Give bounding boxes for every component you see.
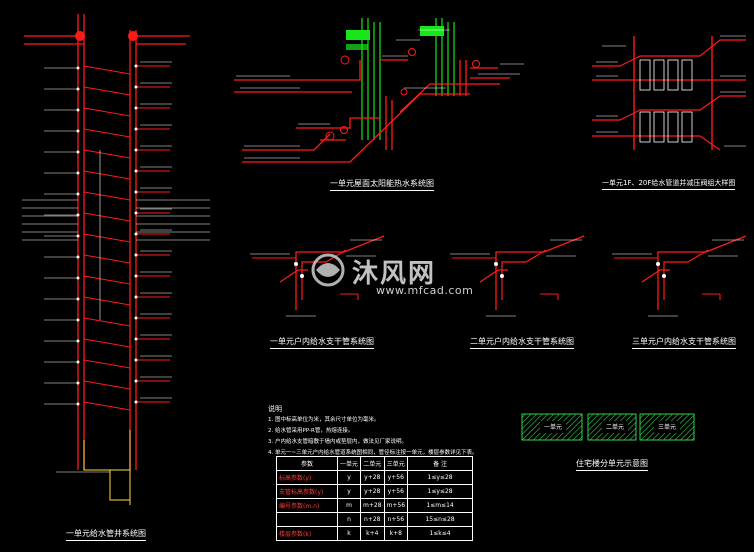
watermark-logo-icon (311, 253, 345, 287)
table-cell: n+56 (383, 512, 409, 527)
table-header: 备 注 (407, 456, 474, 471)
table-cell: m+28 (360, 498, 385, 513)
branch-unit3-title: 三单元户内给水支干管系统图 (632, 336, 736, 349)
note-item: 3. 户内给水支管暗敷于墙内或垫层内，做法见厂家说明。 (268, 439, 407, 445)
table-cell: n+28 (360, 512, 385, 527)
table-row: n n+28 n+56 15≤n≤28 (276, 512, 474, 527)
enlarged-detail-title: 一单元1F、20F给水管道并减压阀组大样图 (602, 178, 736, 190)
table-cell: k+4 (360, 526, 385, 541)
table-cell: y+56 (383, 484, 409, 499)
table-cell: 1≤k≤4 (407, 526, 474, 541)
table-row: 编号参数(m,n) m m+28 m+56 1≤m≤14 (276, 498, 474, 513)
table-cell: 1≤m≤14 (407, 498, 474, 513)
row-label (276, 512, 338, 527)
table-cell: 1≤y≤28 (407, 470, 474, 485)
table-header: 三单元 (383, 456, 409, 471)
row-label: 支管标高参数(y) (276, 484, 338, 499)
branch-unit1-title: 一单元户内给水支干管系统图 (270, 336, 374, 349)
note-item: 2. 给水管采用PP-R管，热熔连接。 (268, 428, 354, 434)
branch-unit2-title: 二单元户内给水支干管系统图 (470, 336, 574, 349)
design-notes: 说明 1. 图中标高单位为米，其余尺寸单位为毫米。 2. 给水管采用PP-R管，… (268, 404, 478, 459)
table-header: 二单元 (360, 456, 385, 471)
table-cell: k (336, 526, 362, 541)
note-item: 4. 单元一~三单元户内给水管道系统图相同，管径标注按一单元，楼层参数详见下表。 (268, 450, 478, 456)
note-item: 1. 图中标高单位为米，其余尺寸单位为毫米。 (268, 417, 380, 423)
table-cell: y (336, 470, 362, 485)
unit3-label: 三单元 (657, 424, 676, 431)
row-label: 编号参数(m,n) (276, 498, 338, 513)
table-row: 楼层参数(k) k k+4 k+8 1≤k≤4 (276, 526, 474, 541)
unit1-label: 一单元 (543, 424, 562, 431)
table-cell: y+56 (383, 470, 409, 485)
notes-heading: 说明 (268, 405, 282, 413)
table-cell: m+56 (383, 498, 409, 513)
table-cell: n (336, 512, 362, 527)
enlarged-detail-diagram (592, 35, 746, 151)
table-cell: m (336, 498, 362, 513)
unit2-label: 二单元 (605, 424, 624, 431)
parameter-table: 参数 一单元 二单元 三单元 备 注 标高参数(y) y y+28 y+56 1… (276, 456, 474, 541)
watermark-text: 沐风网 (352, 259, 437, 289)
table-cell: y+28 (360, 484, 385, 499)
table-header-row: 参数 一单元 二单元 三单元 备 注 (276, 456, 474, 471)
table-cell: 15≤n≤28 (407, 512, 474, 527)
table-header: 一单元 (336, 456, 362, 471)
unit-partition-diagram (521, 413, 695, 441)
partition-title: 住宅楼分单元示意图 (576, 458, 648, 471)
solar-system-title: 一单元屋面太阳能热水系统图 (330, 178, 434, 191)
table-cell: 1≤y≤28 (407, 484, 474, 499)
table-cell: y+28 (360, 470, 385, 485)
table-row: 支管标高参数(y) y y+28 y+56 1≤y≤28 (276, 484, 474, 499)
table-cell: k+8 (383, 526, 409, 541)
solar-system-diagram (234, 18, 524, 163)
row-label: 标高参数(y) (276, 470, 338, 485)
table-corner: 参数 (276, 456, 338, 471)
row-label: 楼层参数(k) (276, 526, 338, 541)
riser-diagram-title: 一单元给水管井系统图 (66, 528, 146, 541)
table-row: 标高参数(y) y y+28 y+56 1≤y≤28 (276, 470, 474, 485)
riser-system-diagram (22, 14, 210, 505)
watermark-url: www.mfcad.com (376, 284, 474, 297)
table-cell: y (336, 484, 362, 499)
